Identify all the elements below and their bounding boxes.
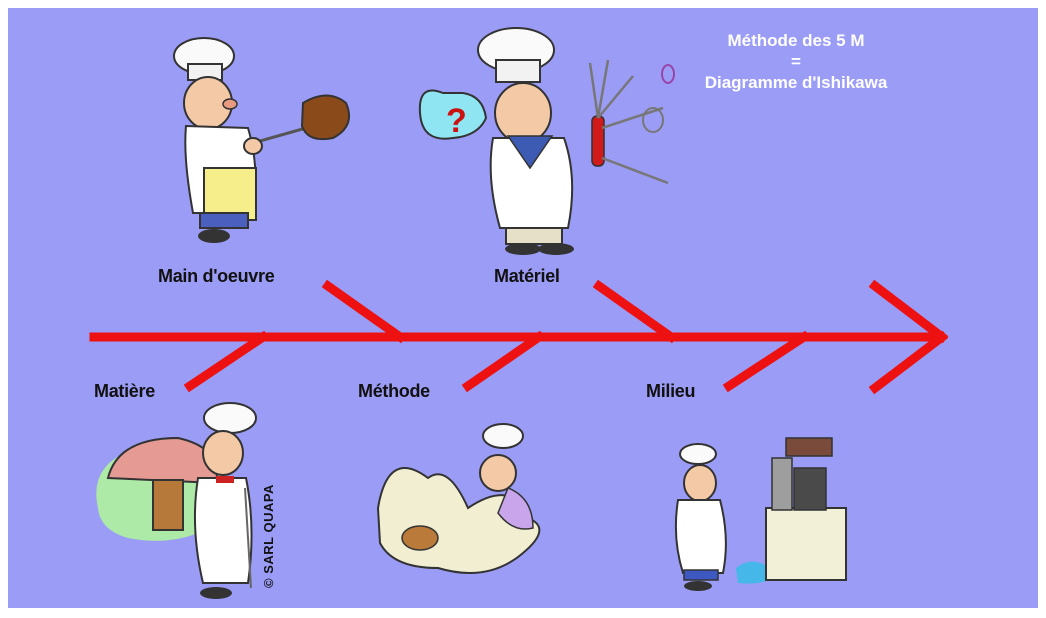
branch-milieu [722, 330, 811, 393]
ishikawa-diagram: ? [89, 27, 949, 599]
branch-main-doeuvre [321, 279, 407, 344]
title-line-1: Méthode des 5 M [727, 31, 865, 50]
branch-methode [461, 330, 546, 393]
svg-text:?: ? [446, 102, 467, 140]
fishbone-arrow [89, 279, 949, 395]
diagram-title: Méthode des 5 M = Diagramme d'Ishikawa [676, 30, 916, 93]
chef-tools-icon: ? [418, 27, 675, 255]
arrow-head-upper [868, 279, 949, 344]
chef-mushroom-icon [96, 402, 257, 599]
chef-kitchen-icon [674, 437, 847, 591]
label-milieu: Milieu [646, 381, 696, 401]
title-line-2: = [791, 52, 801, 71]
chef-splash-icon [376, 423, 541, 574]
label-main-doeuvre: Main d'oeuvre [158, 266, 275, 286]
copyright-text: © SARL QUAPA [261, 484, 276, 588]
label-matiere: Matière [94, 381, 155, 401]
title-line-3: Diagramme d'Ishikawa [704, 73, 888, 92]
arrow-head-lower [868, 330, 949, 395]
label-materiel: Matériel [494, 266, 560, 286]
branch-materiel [592, 279, 678, 344]
branch-matiere [183, 330, 270, 393]
diagram-panel: ? [8, 8, 1038, 608]
chef-grilling-icon [173, 37, 350, 243]
label-methode: Méthode [358, 381, 430, 401]
